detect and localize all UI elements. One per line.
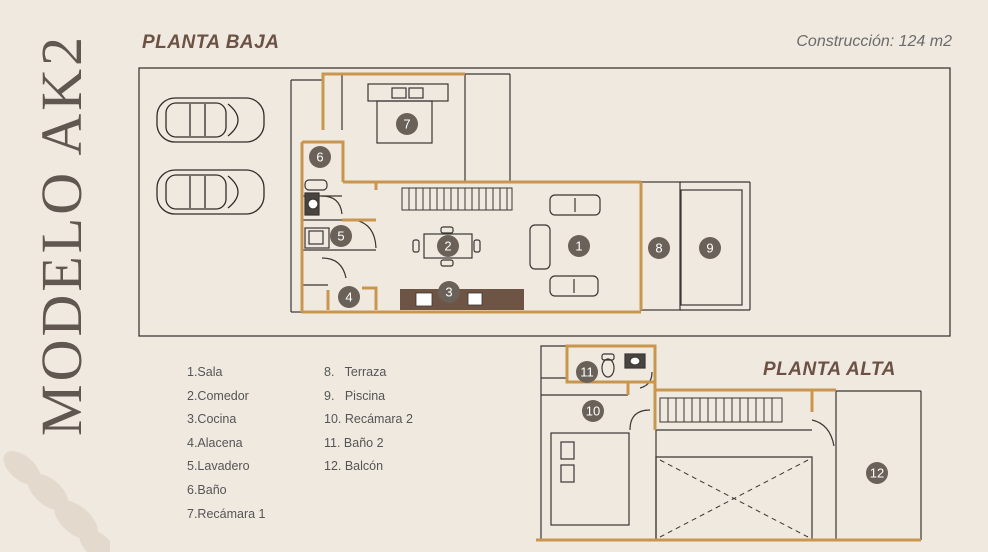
legend-item: 1.Sala	[187, 365, 223, 379]
room-marker-9: 9	[699, 237, 721, 259]
room-marker-4: 4	[338, 286, 360, 308]
legend-item: 11. Baño 2	[324, 435, 384, 450]
room-number-markers: 1 2 3 4 5 6 7 8 9 10 11 12	[309, 113, 888, 484]
legend-column-2: 8. Terraza 9. Piscina 10. Recámara 2 11.…	[324, 361, 413, 479]
sofa-icon	[529, 194, 601, 297]
legend-item: 9. Piscina	[324, 388, 386, 403]
car-icon	[156, 97, 265, 143]
svg-text:10: 10	[586, 404, 600, 419]
construction-area: Construcción: 124 m2	[796, 33, 952, 50]
room-marker-12: 12	[866, 462, 888, 484]
stairs-steps	[408, 188, 508, 210]
legend-item: 6.Baño	[187, 482, 227, 497]
svg-text:MODELO AK2: MODELO AK2	[29, 34, 89, 436]
svg-text:1: 1	[575, 239, 582, 254]
legend-item: 3.Cocina	[187, 412, 237, 427]
legend-item: 8. Terraza	[324, 365, 387, 379]
legend-item: 10. Recámara 2	[324, 412, 413, 427]
upper-floor-title: PLANTA ALTA	[763, 359, 896, 380]
room-marker-2: 2	[437, 235, 459, 257]
svg-text:6: 6	[316, 150, 323, 165]
svg-text:11: 11	[580, 365, 594, 380]
legend-column-1: 1.Sala 2.Comedor 3.Cocina 4.Alacena 5.La…	[187, 361, 266, 526]
model-title: MODELO AK2	[29, 34, 89, 436]
dining-table-icon	[412, 226, 481, 267]
svg-text:5: 5	[337, 229, 344, 244]
ground-floor-lot	[138, 67, 951, 337]
room-marker-1: 1	[568, 235, 590, 257]
svg-text:8: 8	[655, 241, 662, 256]
svg-text:12: 12	[870, 466, 884, 481]
legend-item: 12. Balcón	[324, 459, 384, 474]
svg-text:9: 9	[706, 241, 713, 256]
svg-text:4: 4	[345, 290, 352, 305]
room-marker-8: 8	[648, 237, 670, 259]
legend-item: 4.Alacena	[187, 435, 243, 450]
legend-item: 7.Recámara 1	[187, 506, 266, 521]
room-marker-5: 5	[330, 225, 352, 247]
legend-item: 2.Comedor	[187, 388, 249, 403]
ground-floor-title: PLANTA BAJA	[142, 32, 280, 53]
decorative-leaves-icon	[3, 451, 110, 552]
svg-text:2: 2	[444, 239, 451, 254]
legend-item: 5.Lavadero	[187, 459, 250, 474]
room-marker-11: 11	[576, 361, 598, 383]
room-marker-10: 10	[582, 400, 604, 422]
svg-text:3: 3	[445, 285, 452, 300]
room-marker-3: 3	[438, 281, 460, 303]
car-icon	[156, 169, 265, 215]
svg-text:7: 7	[403, 117, 410, 132]
room-marker-7: 7	[396, 113, 418, 135]
room-marker-6: 6	[309, 146, 331, 168]
